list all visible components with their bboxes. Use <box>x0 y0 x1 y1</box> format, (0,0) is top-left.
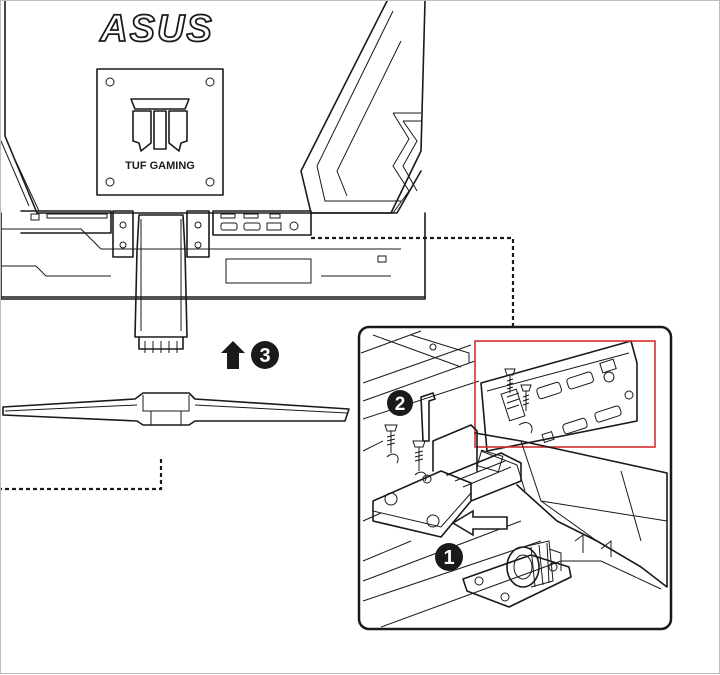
step-3-number: 3 <box>259 345 270 367</box>
screw-icon <box>520 384 532 411</box>
screw-icon <box>504 368 516 393</box>
step-3-badge <box>251 341 279 369</box>
port-highlight-box <box>474 340 656 448</box>
step-1-badge <box>435 543 463 571</box>
connector-line-top <box>311 236 515 327</box>
vesa-plate: TUF GAMING <box>96 68 224 196</box>
asus-logo-text: ASUS <box>99 8 214 50</box>
screw-icon <box>384 424 399 464</box>
detail-inset: 2 <box>357 325 673 631</box>
connector-line-bottom <box>1 459 163 491</box>
monitor-back <box>1 1 426 300</box>
tuf-gaming-text: TUF GAMING <box>125 160 195 172</box>
push-arrow-icon <box>451 509 508 537</box>
arrow-up-icon <box>221 341 245 369</box>
stand-base <box>2 392 350 426</box>
step-2-badge <box>387 390 413 416</box>
screw-icon <box>412 440 427 482</box>
step-2-number: 2 <box>395 394 406 415</box>
stand-neck <box>112 210 210 353</box>
rotation-cylinder <box>506 540 554 588</box>
stand-arm <box>474 432 668 588</box>
step-3: 3 <box>221 341 279 369</box>
monitor-outline <box>4 1 426 214</box>
base-plate <box>462 554 572 608</box>
tuf-emblem-icon <box>130 98 190 152</box>
asus-logo: ASUS <box>98 7 214 51</box>
step-1-number: 1 <box>443 547 454 569</box>
